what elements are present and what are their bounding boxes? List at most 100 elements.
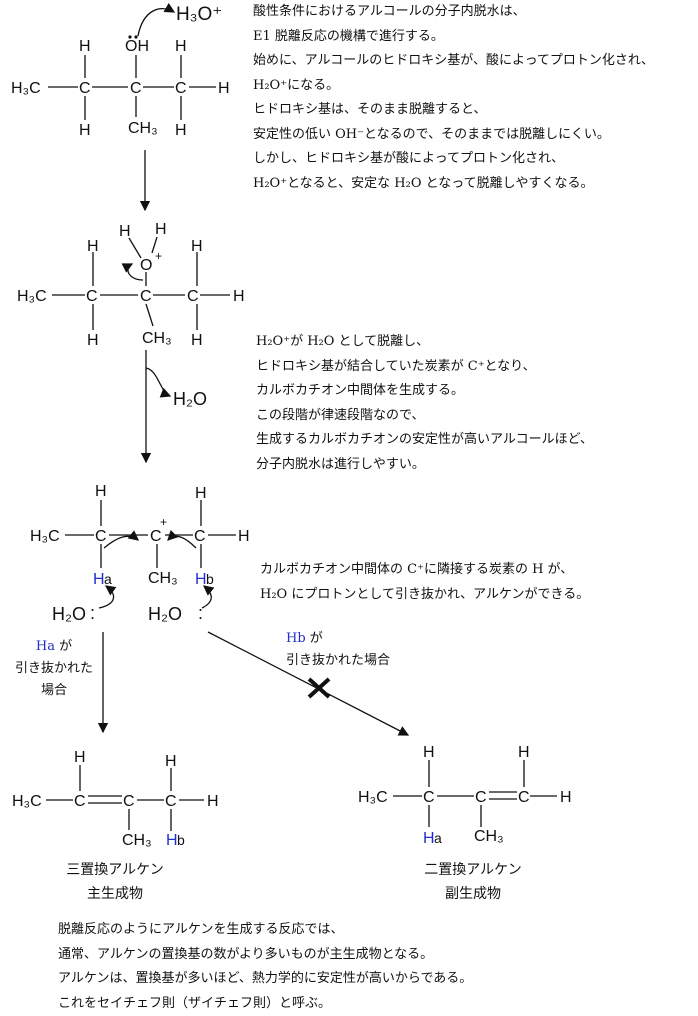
product-minor-label: 二置換アルケン 副生成物 (398, 858, 548, 906)
atom-label: O (140, 257, 152, 274)
atom-label: H (518, 744, 530, 761)
atom-label: C (475, 789, 487, 806)
conclusion-text: 脱離反応のようにアルケンを生成する反応では、 通常、アルケンの置換基の数がより多… (58, 918, 472, 1016)
atom-label: OH (125, 38, 149, 55)
base-label: H₂O (52, 604, 86, 624)
atom-label: H (560, 789, 572, 806)
atom-label: H (74, 749, 86, 766)
atom-label: CH₃ (142, 330, 172, 347)
reagent-label: H₃O⁺ (176, 4, 222, 25)
step2-explanation: H₂O⁺が H₂O として脱離し、 ヒドロキシ基が結合していた炭素が C⁺となり… (256, 330, 593, 477)
atom-label: C (175, 80, 187, 97)
atom-label-hb: H (195, 571, 207, 588)
product-minor-role: 副生成物 (445, 886, 501, 902)
text-line: E1 脱離反応の機構で進行する。 (253, 28, 444, 44)
atom-label: H (233, 288, 245, 305)
lone-pair: : (90, 603, 95, 623)
text-line: H₂O⁺になる。 (253, 77, 340, 93)
branch-a-h: Ha (35, 639, 55, 654)
atom-label: H (87, 332, 99, 349)
atom-label: C (123, 793, 135, 810)
atom-label: CH₃ (128, 120, 158, 137)
text-line: 脱離反応のようにアルケンを生成する反応では、 (58, 922, 344, 937)
atom-label-hb: H (166, 832, 178, 849)
atom-label: C (74, 793, 86, 810)
lone-pair: : (198, 603, 203, 623)
text-line: 始めに、アルコールのヒドロキシ基が、酸によってプロトン化され、 (253, 53, 655, 68)
text-line: これをセイチェフ則（ザイチェフ則）と呼ぶ。 (58, 995, 332, 1011)
text-line: ヒドロキシ基は、そのまま脱離すると、 (253, 102, 487, 117)
branch-a-suffix: が (54, 639, 73, 654)
step1-explanation: 酸性条件におけるアルコールの分子内脱水は、 E1 脱離反応の機構で進行する。 始… (253, 0, 654, 196)
atom-label-ha: H (423, 830, 435, 847)
product-major-role: 主生成物 (87, 886, 143, 902)
atom-label: H (79, 38, 91, 55)
atom-label: H (191, 238, 203, 255)
base-label: H₂O (148, 604, 182, 624)
atom-label: C (95, 528, 107, 545)
text-line: 分子内脱水は進行しやすい。 (256, 456, 425, 472)
atom-label: C (79, 80, 91, 97)
product-major-label: 三置換アルケン 主生成物 (40, 858, 190, 906)
branch-b-label: Hb が 引き抜かれた場合 (286, 628, 390, 672)
atom-label: H (218, 80, 230, 97)
atom-label: C (150, 528, 162, 545)
text-line: H₂O にプロトンとして引き抜かれ、アルケンができる。 (260, 586, 590, 602)
branch-a-label: Ha が 引き抜かれた 場合 (4, 636, 104, 702)
atom-label: H (175, 38, 187, 55)
text-line: H₂O⁺となると、安定な H₂O となって脱離しやすくなる。 (253, 175, 594, 191)
atom-label: H (238, 528, 250, 545)
atom-label: H (95, 483, 107, 500)
branch-b-h: Hb (286, 631, 306, 646)
atom-label-hb-sub: b (177, 832, 185, 848)
branch-a-line3: 場合 (40, 683, 67, 698)
lone-pair-dot (134, 35, 138, 39)
atom-label: C (194, 528, 206, 545)
branch-a-line2: 引き抜かれた (14, 661, 93, 676)
atom-label: H (87, 238, 99, 255)
step3-explanation: カルボカチオン中間体の C⁺に隣接する炭素の H が、 H₂O にプロトンとして… (260, 558, 589, 607)
atom-label: CH₃ (122, 832, 152, 849)
atom-label: CH₃ (148, 570, 178, 587)
atom-label: CH₃ (474, 828, 504, 845)
atom-label: H (195, 485, 207, 502)
product-minor-name: 二置換アルケン (424, 862, 522, 878)
atom-label: H₃C (11, 80, 41, 97)
atom-label: C (140, 288, 152, 305)
atom-label: H (423, 744, 435, 761)
atom-label: C (187, 288, 199, 305)
atom-label: H₃C (12, 793, 42, 810)
atom-label: C (165, 793, 177, 810)
atom-label: H (119, 223, 131, 240)
atom-label: H (165, 753, 177, 770)
text-line: 安定性の低い OH⁻となるので、そのままでは脱離しにくい。 (253, 126, 610, 142)
atom-label: H₃C (17, 288, 47, 305)
atom-label: C (423, 789, 435, 806)
atom-label: H₃C (30, 528, 60, 545)
atom-label: H (191, 332, 203, 349)
atom-label: C (86, 288, 98, 305)
text-line: 通常、アルケンの置換基の数がより多いものが主生成物となる。 (58, 946, 434, 962)
atom-label: C (518, 789, 530, 806)
text-line: 生成するカルボカチオンの安定性が高いアルコールほど、 (256, 432, 593, 447)
atom-label: H (207, 793, 219, 810)
leaving-group-label: H₂O (173, 389, 207, 409)
branch-b-suffix: が (305, 631, 323, 646)
charge-label: + (155, 249, 162, 263)
text-line: アルケンは、置換基が多いほど、熱力学的に安定性が高いからである。 (58, 971, 473, 986)
atom-label: H (155, 221, 167, 238)
text-line: カルボカチオン中間体を生成する。 (256, 383, 465, 398)
text-line: ヒドロキシ基が結合していた炭素が C⁺となり、 (256, 358, 536, 374)
atom-label-ha-sub: a (104, 571, 112, 587)
text-line: カルボカチオン中間体の C⁺に隣接する炭素の H が、 (260, 562, 574, 577)
atom-label-hb-sub: b (206, 571, 214, 587)
text-line: しかし、ヒドロキシ基が酸によってプロトン化され、 (253, 151, 565, 166)
text-line: 酸性条件におけるアルコールの分子内脱水は、 (253, 4, 526, 19)
product-major-name: 三置換アルケン (66, 862, 164, 878)
atom-label-ha: H (93, 571, 105, 588)
atom-label-ha-sub: a (434, 830, 442, 846)
atom-label: C (130, 80, 142, 97)
charge-label: + (160, 515, 167, 529)
text-line: この段階が律速段階なので、 (256, 407, 425, 423)
